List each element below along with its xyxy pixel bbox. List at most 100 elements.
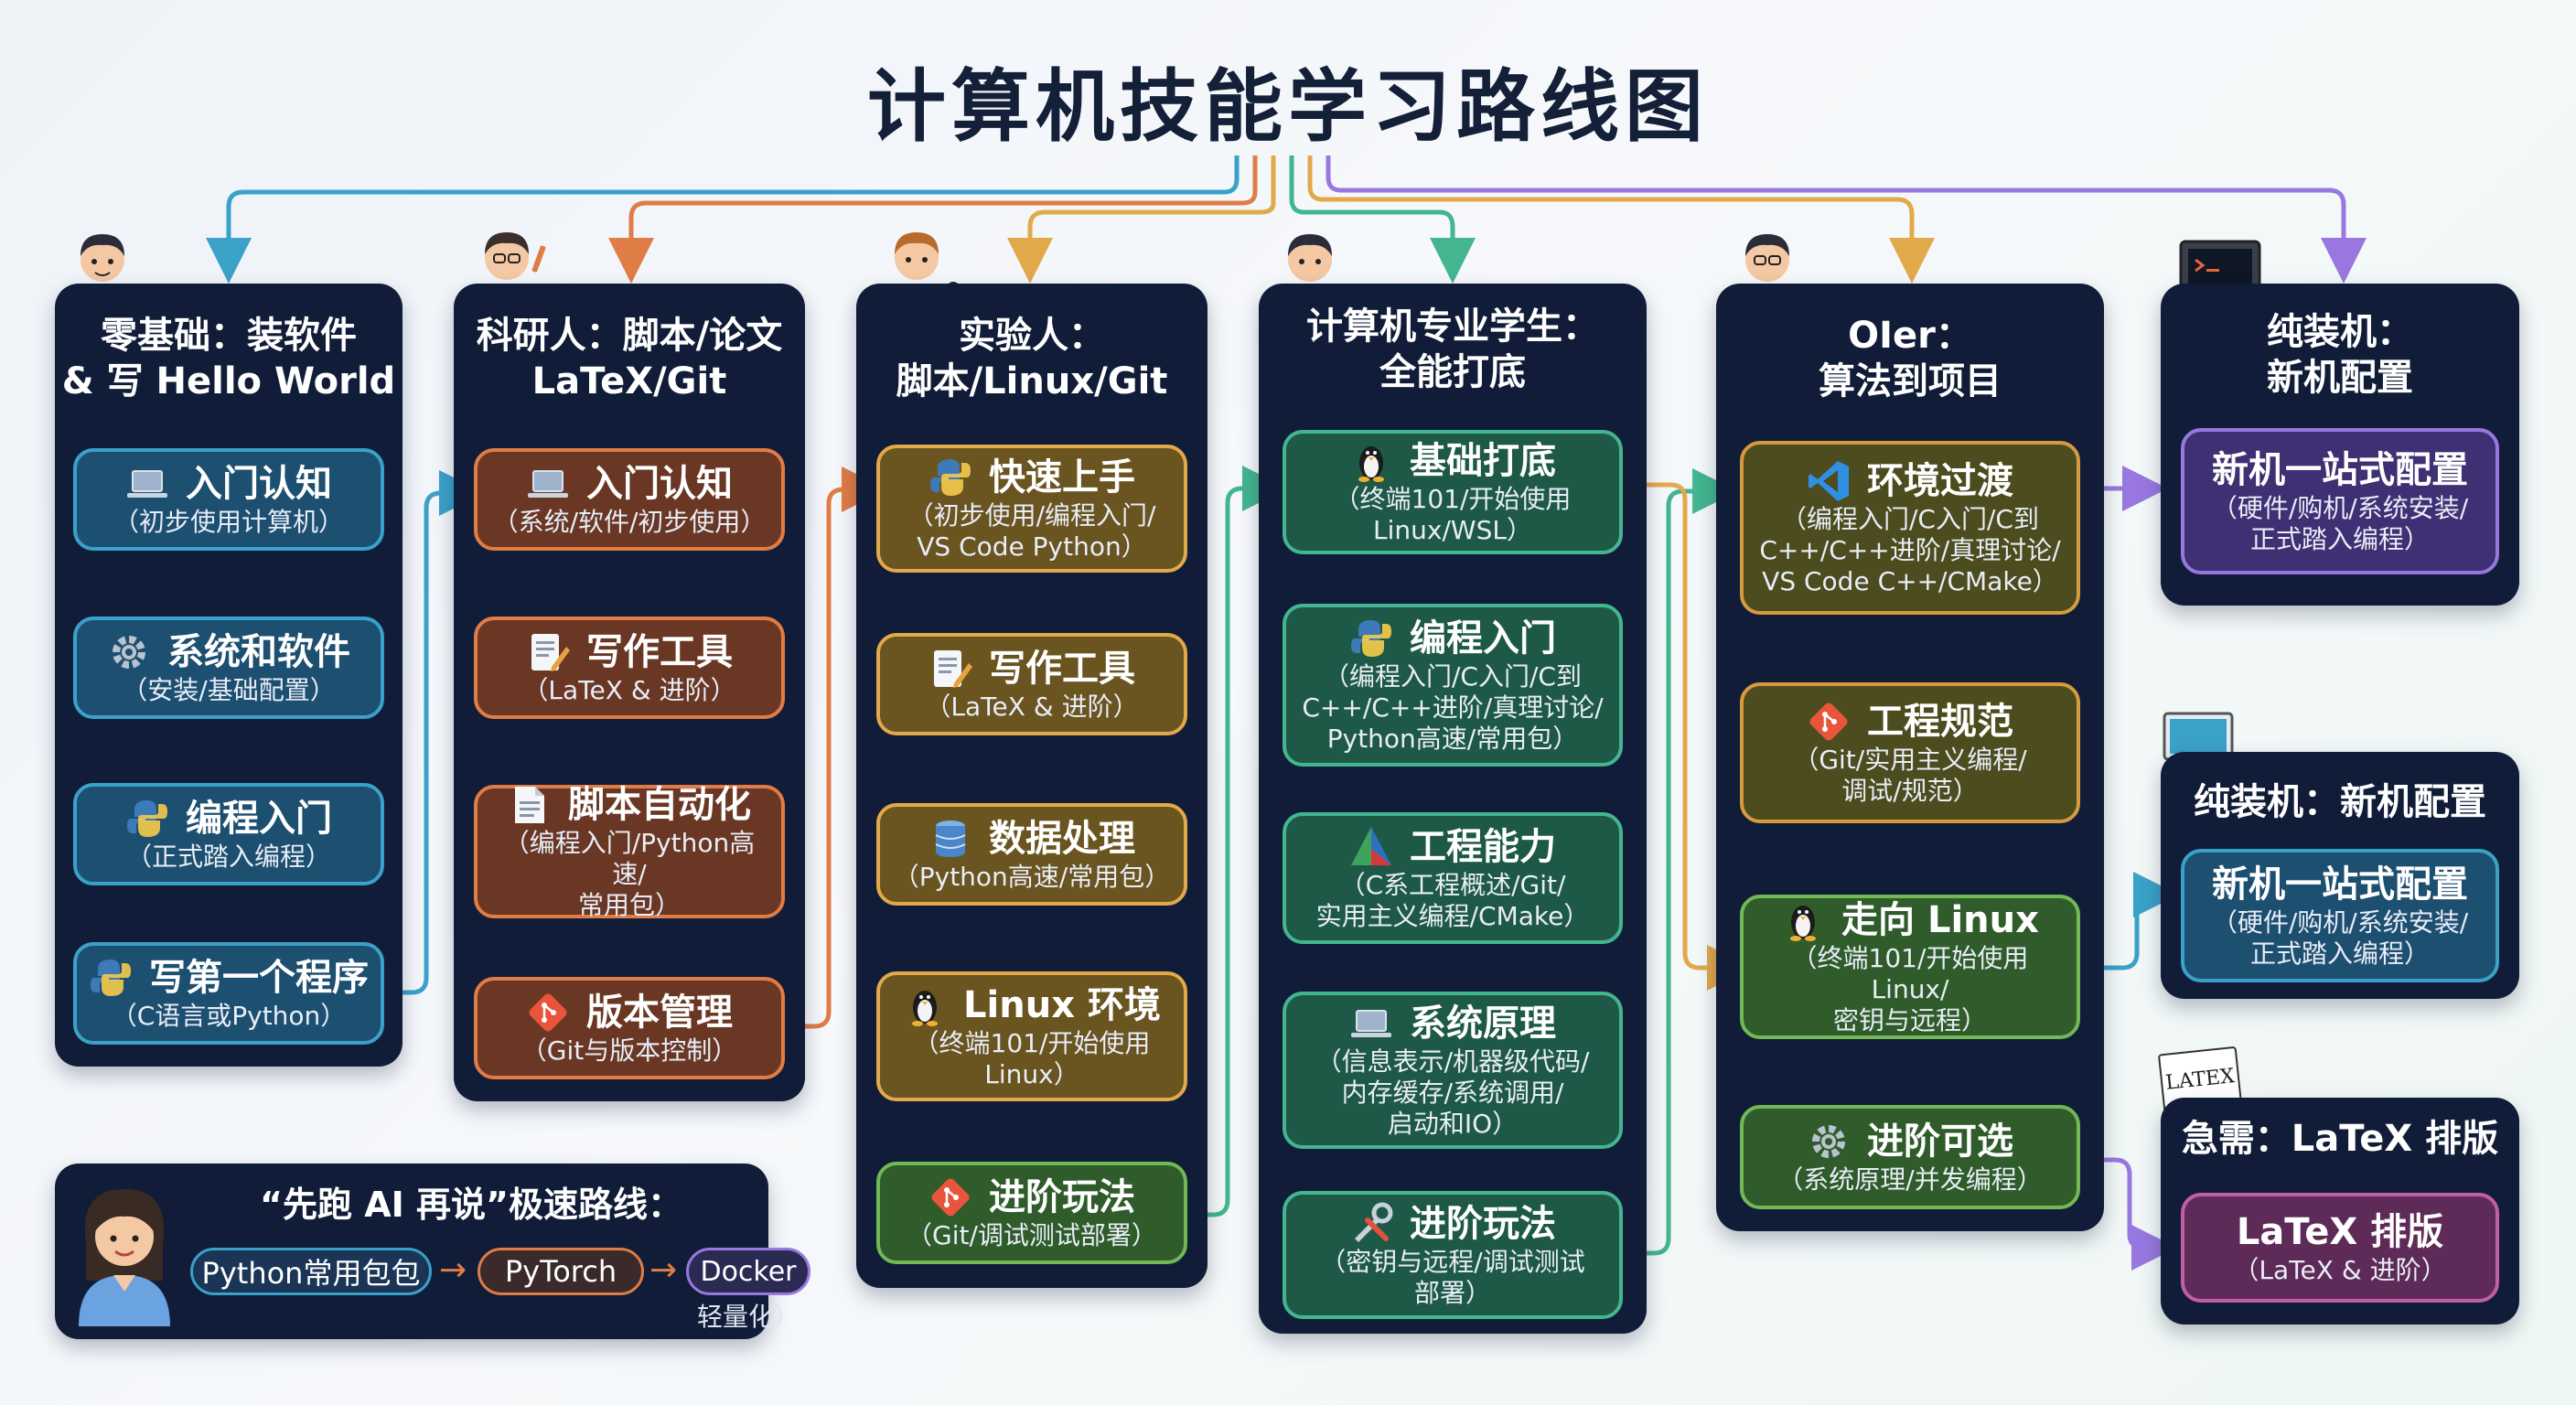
card-subtitle: （终端101/开始使用 Linux/WSL） [1334,484,1572,545]
card-title: 工程能力 [1410,826,1556,868]
gear-icon [1812,1125,1845,1158]
card-subtitle: （Git/调试测试部署） [907,1220,1157,1250]
card-title: 版本管理 [586,992,733,1034]
card-quick-start[interactable]: 快速上手 （初步使用/编程入门/ VS Code Python） [876,445,1187,573]
card-title: Linux 环境 [963,984,1161,1026]
card-title: 快速上手 [989,456,1135,499]
python-icon [127,800,167,837]
column-header: 零基础：装软件 & 写 Hello World [61,315,396,402]
side-panel-header: 急需：LaTeX 排版 [2181,1118,2499,1160]
card-intro[interactable]: 入门认知 （系统/软件/初步使用） [474,448,785,551]
tools-icon [1355,1202,1393,1242]
card-subtitle: （Git与版本控制） [521,1035,738,1066]
card-towards-linux[interactable]: 走向 Linux （终端101/开始使用 Linux/ 密钥与远程） [1740,895,2080,1039]
column-header: 实验人： 脚本/Linux/Git [896,315,1168,402]
python-icon [1351,620,1391,657]
card-subtitle: （Python高速/常用包） [893,862,1171,892]
side-panel-latex: 急需：LaTeX 排版 LaTeX 排版 （LaTeX & 进阶） [2161,1098,2519,1325]
card-title: 写第一个程序 [149,957,369,999]
card-latex-typesetting[interactable]: LaTeX 排版 （LaTeX & 进阶） [2181,1193,2499,1303]
card-subtitle: （系统原理/并发编程） [1777,1164,2043,1195]
card-title: 数据处理 [989,818,1135,860]
card-subtitle: （终端101/开始使用 Linux/ 密钥与远程） [1791,943,2029,1035]
card-env-transition[interactable]: 环境过渡 （编程入门/C入门/C到 C++/C++进阶/真理讨论/ VS Cod… [1740,441,2080,615]
wire-col4-to-col5 [1625,468,1738,1256]
card-subtitle: （安装/基础配置） [122,675,336,705]
card-subtitle: （密钥与远程/调试测试 部署） [1320,1247,1585,1308]
card-subtitle: （LaTeX & 进阶） [925,692,1139,722]
arrow-right-icon: → [649,1251,678,1289]
card-new-machine-setup[interactable]: 新机一站式配置 （硬件/购机/系统安装/ 正式踏入编程） [2181,849,2499,982]
gear-icon [113,636,145,669]
penguin-icon [1790,906,1817,941]
card-title: 系统原理 [1410,1003,1556,1045]
card-title: 基础打底 [1410,440,1556,482]
side-panel-header: 纯装机： 新机配置 [2267,311,2413,399]
card-script-automation[interactable]: 脚本自动化 （编程入门/Python高速/ 常用包） [474,784,785,920]
card-advanced[interactable]: 进阶玩法 （Git/调试测试部署） [876,1162,1187,1264]
page-title: 计算机技能学习路线图 [867,61,1709,153]
card-title: 进阶玩法 [989,1176,1135,1218]
card-writing-tools[interactable]: 写作工具 （LaTeX & 进阶） [474,617,785,719]
column-cs-student: 计算机专业学生： 全能打底 基础打底 （终端101/开始使用 Linux/WSL… [1259,284,1647,1334]
side-panel-new-machine-bottom: 纯装机：新机配置 新机一站式配置 （硬件/购机/系统安装/ 正式踏入编程） [2161,752,2519,999]
card-programming-intro[interactable]: 编程入门 （正式踏入编程） [73,783,384,885]
card-first-program[interactable]: 写第一个程序 （C语言或Python） [73,942,384,1045]
python-icon [91,960,131,996]
card-title: 写作工具 [586,631,733,673]
card-title: 脚本自动化 [568,784,751,826]
wire-col3-to-col4 [1187,466,1288,1217]
card-title: 写作工具 [989,648,1135,690]
fast-route-panel: “先跑 AI 再说”极速路线： Python常用包包 → PyTorch → D… [55,1164,810,1339]
card-writing-tools[interactable]: 写作工具 （LaTeX & 进阶） [876,633,1187,735]
card-title: 进阶玩法 [1410,1203,1556,1245]
wire-col1-to-col2 [384,470,485,995]
card-subtitle: （正式踏入编程） [125,842,331,872]
step-python-packages[interactable]: Python常用包包 [190,1248,432,1295]
card-subtitle: （信息表示/机器级代码/ 内存缓存/系统调用/ 启动和IO） [1315,1046,1590,1139]
wire-to-column-3 [1007,156,1276,284]
fast-route-note: 轻量化） [696,1302,800,1332]
git-icon [931,1178,970,1217]
card-title: 系统和软件 [167,631,350,673]
card-data-processing[interactable]: 数据处理 （Python高速/常用包） [876,803,1187,906]
card-foundation[interactable]: 基础打底 （终端101/开始使用 Linux/WSL） [1283,430,1623,554]
woman-avatar-icon [79,1189,170,1326]
card-title: 编程入门 [1410,617,1556,660]
card-subtitle: （Git/实用主义编程/ 调试/规范） [1793,745,2027,806]
card-programming-intro[interactable]: 编程入门 （编程入门/C入门/C到 C++/C++进阶/真理讨论/ Python… [1283,604,1623,767]
card-subtitle: （C系工程概述/Git/ 实用主义编程/CMake） [1315,870,1590,931]
document-pencil-icon [531,634,570,671]
wire-to-column-5 [1307,156,1935,284]
card-subtitle: （LaTeX & 进阶） [2233,1255,2447,1285]
card-system-software[interactable]: 系统和软件 （安装/基础配置） [73,617,384,719]
git-icon [1809,702,1848,741]
step-docker[interactable]: Docker [686,1248,810,1295]
card-advanced-optional[interactable]: 进阶可选 （系统原理/并发编程） [1740,1105,2080,1209]
penguin-icon [1358,446,1384,482]
card-engineering[interactable]: 工程能力 （C系工程概述/Git/ 实用主义编程/CMake） [1283,812,1623,944]
laptop-icon [127,470,167,498]
card-title: 编程入门 [186,798,332,840]
column-header: 科研人：脚本/论文 LaTeX/Git [476,315,783,402]
wire-to-side-panel [1326,156,2367,284]
card-system-principles[interactable]: 系统原理 （信息表示/机器级代码/ 内存缓存/系统调用/ 启动和IO） [1283,992,1623,1149]
step-pytorch[interactable]: PyTorch [478,1248,644,1295]
column-researcher: 科研人：脚本/论文 LaTeX/Git 入门认知 （系统/软件/初步使用） 写作… [454,284,805,1101]
card-subtitle: （C语言或Python） [111,1001,347,1031]
card-title: 工程规范 [1867,701,2013,743]
card-title: LaTeX 排版 [2236,1211,2444,1253]
document-icon [515,787,544,823]
column-oier: OIer： 算法到项目 环境过渡 （编程入门/C入门/C到 C++/C++进阶/… [1716,284,2104,1231]
wire-to-column-4 [1289,156,1476,284]
card-version-control[interactable]: 版本管理 （Git与版本控制） [474,977,785,1079]
wire-col5-to-side-3 [2086,1157,2177,1271]
card-title: 环境过渡 [1867,460,2013,502]
laptop-icon [1351,1010,1391,1037]
card-engineering-standards[interactable]: 工程规范 （Git/实用主义编程/ 调试/规范） [1740,682,2080,823]
card-new-machine-setup[interactable]: 新机一站式配置 （硬件/购机/系统安装/ 正式踏入编程） [2181,428,2499,574]
card-advanced[interactable]: 进阶玩法 （密钥与远程/调试测试 部署） [1283,1191,1623,1319]
card-linux-env[interactable]: Linux 环境 （终端101/开始使用 Linux） [876,971,1187,1101]
card-intro[interactable]: 入门认知 （初步使用计算机） [73,448,384,551]
